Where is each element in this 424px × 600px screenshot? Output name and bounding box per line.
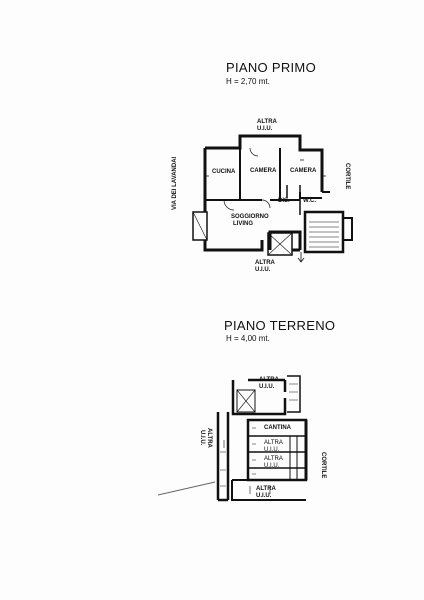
ground-floor-uiu-2-line1: ALTRA: [264, 456, 283, 462]
first-floor-staircase: [303, 210, 345, 254]
first-floor-title: PIANO PRIMO: [226, 60, 316, 75]
room-label-living: LIVING: [233, 221, 254, 227]
first-floor-bottom-neighbor-line2: U.I.U.: [255, 267, 271, 273]
ground-floor-height: H = 4,00 mt.: [226, 334, 270, 343]
ground-floor-uiu-1-line2: U.I.U.: [264, 447, 280, 453]
room-label-soggiorno: SOGGIORNO: [231, 214, 269, 220]
first-floor-height: H = 2,70 mt.: [226, 77, 270, 86]
first-floor-top-neighbor-line2: U.I.U.: [257, 126, 273, 132]
first-floor-bottom-neighbor-line1: ALTRA: [255, 260, 275, 266]
first-floor-elevator: [267, 232, 293, 256]
first-floor-partitions: [205, 148, 300, 201]
ground-floor-plan: [157, 375, 308, 502]
first-floor-cortile-label: CORTILE: [344, 163, 350, 190]
room-label-camera-2: CAMERA: [290, 168, 317, 174]
ground-floor-left-neighbor-line1: ALTRA: [206, 428, 212, 448]
ground-floor-stair-box: [236, 389, 256, 413]
first-floor-top-wall: [205, 134, 324, 192]
ground-floor-bottom-neighbor-line1: ALTRA: [256, 486, 276, 492]
first-floor-balcony: [192, 211, 208, 241]
first-floor-plan: [192, 134, 353, 263]
room-label-dis: DIS.: [278, 198, 290, 204]
ground-floor-bottom-neighbor-line2: U.I.U.: [256, 493, 272, 499]
room-label-cucina: CUCINA: [212, 169, 236, 175]
room-label-camera-1: CAMERA: [250, 168, 277, 174]
ground-floor-cortile-label: CORTILE: [320, 452, 326, 479]
street-label-via-dei-lavandai: VIA DEI LAVANDAI: [172, 156, 178, 210]
ground-floor-title: PIANO TERRENO: [224, 318, 336, 333]
ground-floor-uiu-2-line2: U.I.U.: [264, 463, 280, 469]
ground-floor-top-block: [231, 378, 287, 416]
room-label-wc: W.C.: [303, 198, 316, 204]
ground-floor-outer-wall: [216, 412, 230, 502]
first-floor-dis-walls: [286, 185, 301, 215]
ground-floor-top-neighbor-line1: ALTRA: [259, 377, 279, 383]
ground-floor-top-neighbor-line2: U.I.U.: [259, 384, 275, 390]
first-floor-outer-wall: [203, 148, 302, 252]
first-floor-top-neighbor-line1: ALTRA: [257, 119, 277, 125]
room-label-cantina: CANTINA: [264, 425, 291, 431]
ground-floor-uiu-1-line1: ALTRA: [264, 440, 283, 446]
ground-floor-left-neighbor-line2: U.I.U.: [199, 430, 205, 446]
